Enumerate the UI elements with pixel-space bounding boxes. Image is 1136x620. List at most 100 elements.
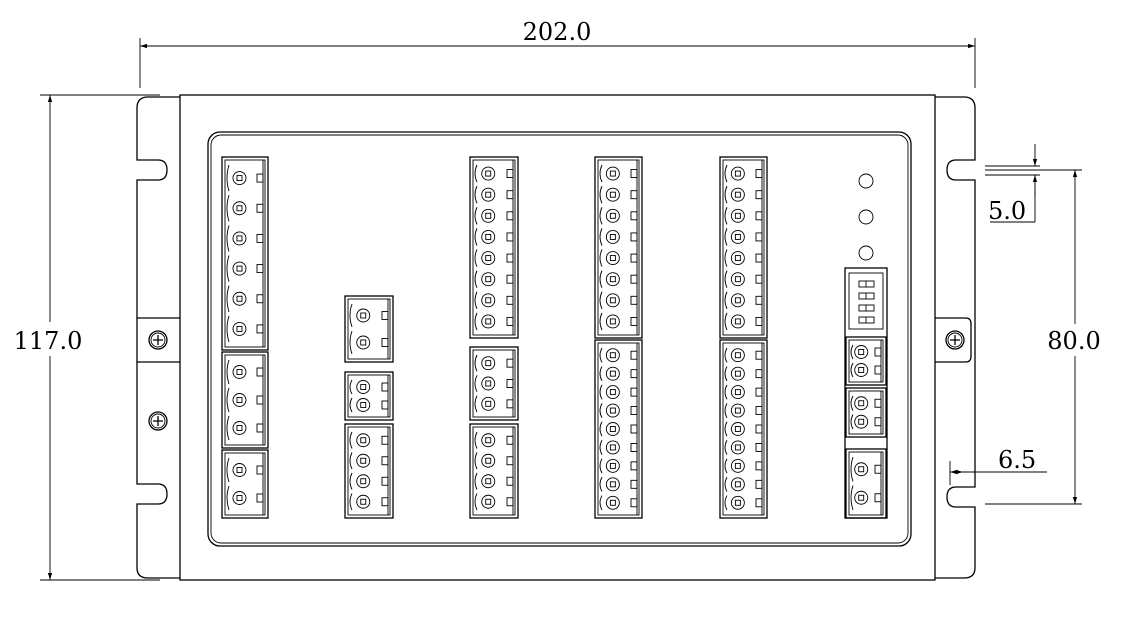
terminal-pin [599,421,638,437]
terminal-pin [349,431,389,449]
terminal-pin [474,270,514,288]
terminal-pin [474,395,514,413]
enclosure-body [179,94,936,581]
height-dimension-label: 117.0 [14,327,83,355]
screw-icon [148,411,168,431]
terminal-pin [226,387,264,413]
connector-column-5 [719,156,768,519]
terminal-pin [226,315,264,343]
terminal-pin [474,452,514,470]
dip-switch [844,267,888,519]
height-dimension: 117.0 [8,94,160,581]
terminal-pin [474,375,514,392]
terminal-pin [599,312,638,331]
dip-switch-lever [858,304,875,312]
connector-column-6 [845,336,887,519]
dip-switch-lever [858,280,875,288]
hole-spacing-label: 80.0 [1047,327,1100,355]
terminal-block [594,339,643,519]
led-icon [858,245,874,261]
slot-width-label: 5.0 [988,197,1026,225]
terminal-pin [226,225,264,252]
terminal-pin [850,362,882,378]
terminal-pin [599,207,638,225]
terminal-block [719,339,768,519]
terminal-pin [226,415,264,441]
slot-width-dimension: 5.0 [985,144,1040,225]
terminal-pin [474,228,514,246]
led-icon [858,173,874,189]
terminal-pin [226,285,264,312]
terminal-pin [724,476,763,492]
connector-column-3 [469,156,519,519]
terminal-pin [226,457,264,483]
terminal-pin [474,164,514,183]
terminal-pin [349,379,389,395]
terminal-block [344,371,394,421]
terminal-pin [474,185,514,204]
left-mounting-flange [136,96,180,579]
terminal-pin [724,312,763,331]
terminal-block [845,336,887,386]
terminal-pin [349,330,389,355]
terminal-pin [349,397,389,413]
terminal-pin [349,493,389,511]
terminal-pin [474,354,514,372]
terminal-block [344,423,394,519]
terminal-pin [599,270,638,288]
terminal-pin [724,291,763,310]
terminal-pin [226,164,264,192]
terminal-pin [724,366,763,382]
terminal-pin [599,228,638,246]
terminal-pin [599,164,638,183]
terminal-pin [724,185,763,204]
terminal-pin [724,495,763,511]
led-icon [858,209,874,225]
slot-offset-label: 6.5 [998,446,1036,474]
terminal-block [845,387,887,438]
terminal-pin [474,431,514,449]
front-panel-inner [210,134,909,544]
terminal-pin [724,403,763,418]
terminal-block [469,346,519,421]
terminal-pin [474,493,514,511]
terminal-pin [226,359,264,385]
terminal-pin [850,485,882,511]
terminal-pin [724,249,763,267]
terminal-pin [599,185,638,204]
terminal-block [221,351,269,449]
terminal-pin [724,384,763,400]
terminal-pin [724,207,763,225]
terminal-block [719,156,768,339]
connector-column-1 [221,156,269,519]
terminal-pin [850,344,882,360]
terminal-pin [724,228,763,246]
terminal-pin [850,395,882,411]
terminal-block [344,295,394,363]
slot-offset-dimension: 6.5 [949,446,1047,485]
width-dimension: 202.0 [139,18,976,88]
terminal-pin [724,440,763,455]
right-mounting-flange [935,96,976,579]
terminal-block [845,448,887,519]
terminal-pin [599,384,638,400]
terminal-pin [226,195,264,222]
terminal-pin [226,255,264,282]
hole-spacing-dimension: 80.0 [985,169,1108,505]
terminal-pin [226,485,264,511]
front-panel-outer [207,131,912,547]
terminal-pin [599,366,638,382]
terminal-pin [474,312,514,331]
terminal-pin [599,347,638,363]
dip-switch-lever [858,292,875,300]
terminal-pin [850,414,882,430]
terminal-pin [599,403,638,418]
dip-switch-lever [858,316,875,324]
terminal-block [221,156,269,351]
terminal-pin [724,270,763,288]
terminal-block [469,423,519,519]
indicator-leds [858,173,874,261]
terminal-pin [349,472,389,490]
terminal-pin [599,291,638,310]
